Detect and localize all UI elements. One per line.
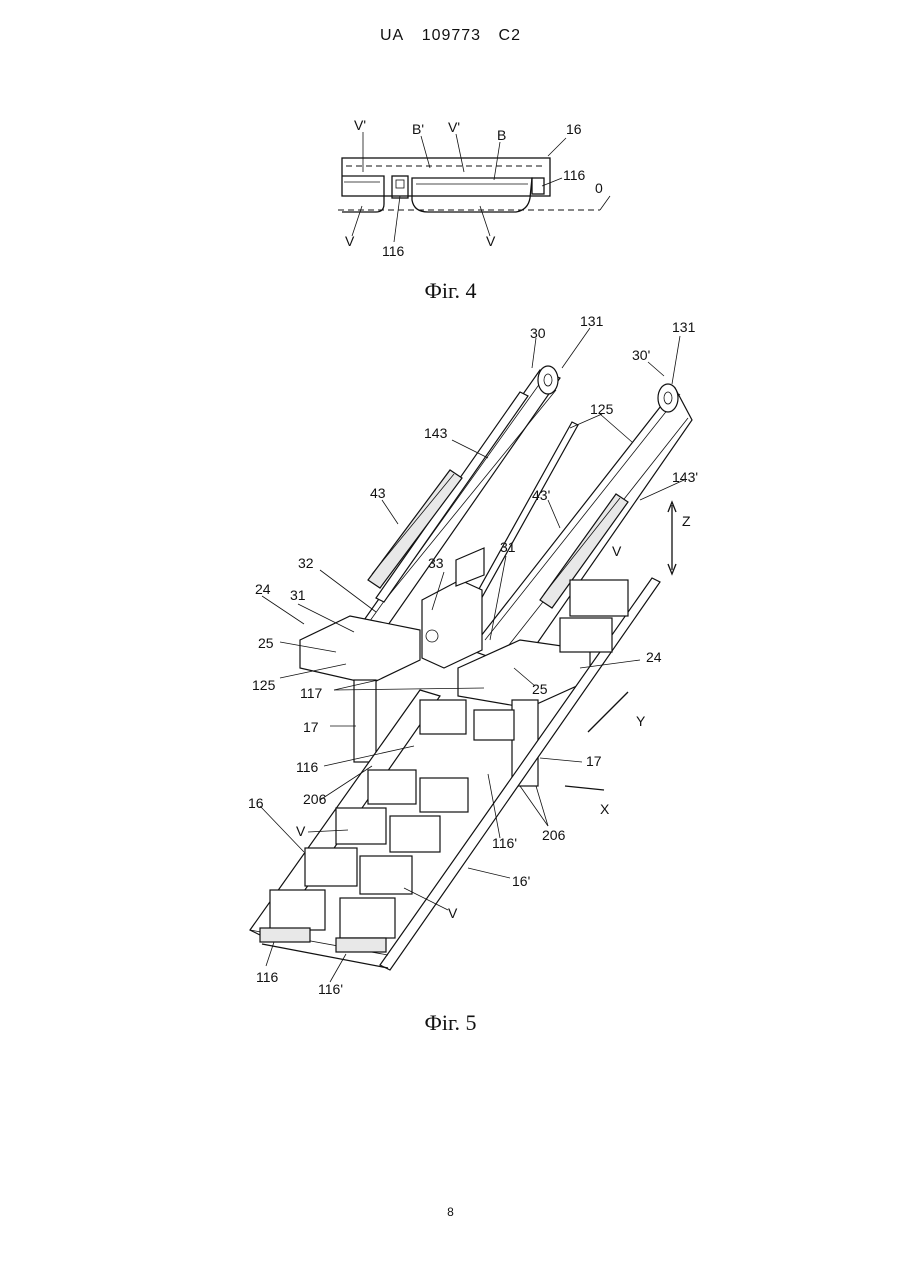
fig5-label: 206 (542, 827, 566, 843)
fig5-label: 24 (646, 649, 662, 665)
fig5-label: 143 (424, 425, 448, 441)
fig5-label: 30' (632, 347, 650, 363)
fig5-label: 116 (256, 969, 279, 985)
fig5-label: 116' (492, 835, 517, 851)
fig5-label: 32 (298, 555, 314, 571)
fig5-label: 31 (290, 587, 306, 603)
fig5-label: 17 (303, 719, 319, 735)
fig5-label: 25 (532, 681, 548, 697)
fig5-label: 16 (248, 795, 264, 811)
fig5-label: 31 (500, 539, 516, 555)
fig5-label: 131 (672, 319, 696, 335)
fig5-label: 43' (532, 487, 550, 503)
fig5-label: 131 (580, 313, 604, 329)
fig5-label: 125 (252, 677, 276, 693)
figure-5-caption: Фіг. 5 (0, 1010, 901, 1036)
fig5-label: 33 (428, 555, 444, 571)
figure-5-drawing: 30 131 131 30' 125 143 143' 43 43' Z 32 … (0, 0, 901, 1010)
fig5-label: 143' (672, 469, 698, 485)
fig5-label: Y (636, 713, 646, 729)
fig5-label: V (296, 823, 306, 839)
page-number: 8 (0, 1205, 901, 1219)
fig5-label: 16' (512, 873, 530, 889)
fig5-label: 116' (318, 981, 343, 997)
fig5-label: 206 (303, 791, 327, 807)
fig5-label: 43 (370, 485, 386, 501)
fig5-label: X (600, 801, 610, 817)
fig5-label: V (448, 905, 458, 921)
fig5-label: 116 (296, 759, 319, 775)
column-17-left (354, 680, 376, 762)
fig5-label: 125 (590, 401, 614, 417)
pulley-131-left (538, 366, 558, 394)
fig5-label: V (612, 543, 622, 559)
fig5-label: 24 (255, 581, 271, 597)
fig5-label: Z (682, 513, 691, 529)
pulley-131-right (658, 384, 678, 412)
fig5-label: 30 (530, 325, 546, 341)
fig5-label: 25 (258, 635, 274, 651)
fig5-label: 17 (586, 753, 602, 769)
fig5-label: 117 (300, 685, 323, 701)
carriage-24-left (300, 616, 420, 684)
